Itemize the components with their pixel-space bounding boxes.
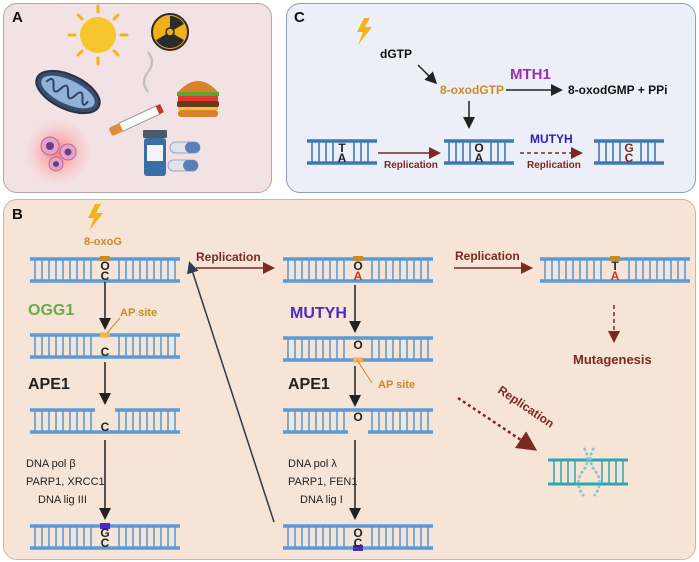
base-letter-bottom: A [611,269,620,283]
mitochondrion-icon [35,69,101,115]
oxog-label: 8-oxoG [84,236,122,248]
mutagenesis-label: Mutagenesis [573,352,652,367]
arrow-back-to-start [187,261,275,523]
dna-c2: OA [444,139,514,165]
base-letter-top: O [353,259,362,273]
arrow-dgtp-oxidation [417,64,438,85]
replication-label-c1: Replication [384,160,438,171]
replication-label-right: Replication [455,249,520,263]
dna-c1: TA [307,139,377,165]
base-letter-bottom: C [354,536,363,550]
dna-l1: OC [30,256,180,283]
base-letter-top: T [338,141,346,155]
dna-m4: OC [283,524,433,551]
base-letter-bottom: A [338,151,347,165]
replication-label-diag: Replication [495,383,556,431]
base-letter-bottom: C [101,420,110,434]
base-letter-top: O [353,338,362,352]
radiation-icon [151,13,189,51]
base-letter-top: O [353,526,362,540]
mutyh-label-c: MUTYH [530,132,573,146]
base-letter-bottom: A [354,269,363,283]
dna-m3: O [283,408,433,434]
base-letter-top: O [100,259,109,273]
base-letter-bottom: C [101,269,110,283]
base-letter-top: O [353,410,362,424]
left-enzyme-2: DNA lig III [38,494,87,506]
panel-label-c: C [294,9,305,26]
broken-dna-icon [548,447,628,497]
ogg1-label: OGG1 [28,302,74,319]
base-letter-top: T [611,259,619,273]
ap-site-pointer-mid [356,359,373,384]
mid-enzyme-2: DNA lig I [300,494,343,506]
lightning-icon [88,204,103,231]
burger-icon [177,81,219,117]
ap-site-label-left: AP site [120,307,157,319]
sun-icon [67,4,129,66]
mid-enzyme-1: PARP1, FEN1 [288,476,358,488]
oxodgtp-label: 8-oxodGTP [440,83,504,97]
base-letter-bottom: C [101,345,110,359]
base-letter-bottom: C [625,151,634,165]
dna-r1: TA [540,256,690,283]
replication-label-c2: Replication [527,160,581,171]
dna-l3: C [30,408,180,434]
dna-c3: GC [594,139,664,165]
left-enzyme-1: PARP1, XRCC1 [26,476,105,488]
dgtp-label: dGTP [380,47,412,61]
base-letter-top: G [624,141,633,155]
ap-site-pointer-left [106,317,121,334]
dna-m1: OA [283,256,433,283]
cells-icon [24,118,92,186]
mth1-label: MTH1 [510,66,551,83]
panel-label-b: B [12,206,23,223]
panel-label-a: A [12,9,23,26]
base-letter-top: O [474,141,483,155]
dna-l2: C [30,332,180,359]
ape1-label-left: APE1 [28,376,70,393]
base-letter-top: G [100,526,109,540]
medicine-icon [143,130,201,176]
cigarette-icon [109,51,164,136]
dna-l4: GC [30,523,180,550]
replication-label-mid: Replication [196,250,261,264]
product-label: 8-oxodGMP + PPi [568,83,667,97]
ap-site-label-mid: AP site [378,379,415,391]
lightning-icon [357,18,372,45]
base-letter-bottom: A [475,151,484,165]
mid-enzyme-0: DNA pol λ [288,458,337,470]
mutyh-label-b: MUTYH [290,305,347,322]
base-letter-bottom: C [101,536,110,550]
left-enzyme-0: DNA pol β [26,458,76,470]
ape1-label-mid: APE1 [288,376,330,393]
dna-m2: O [283,336,433,363]
